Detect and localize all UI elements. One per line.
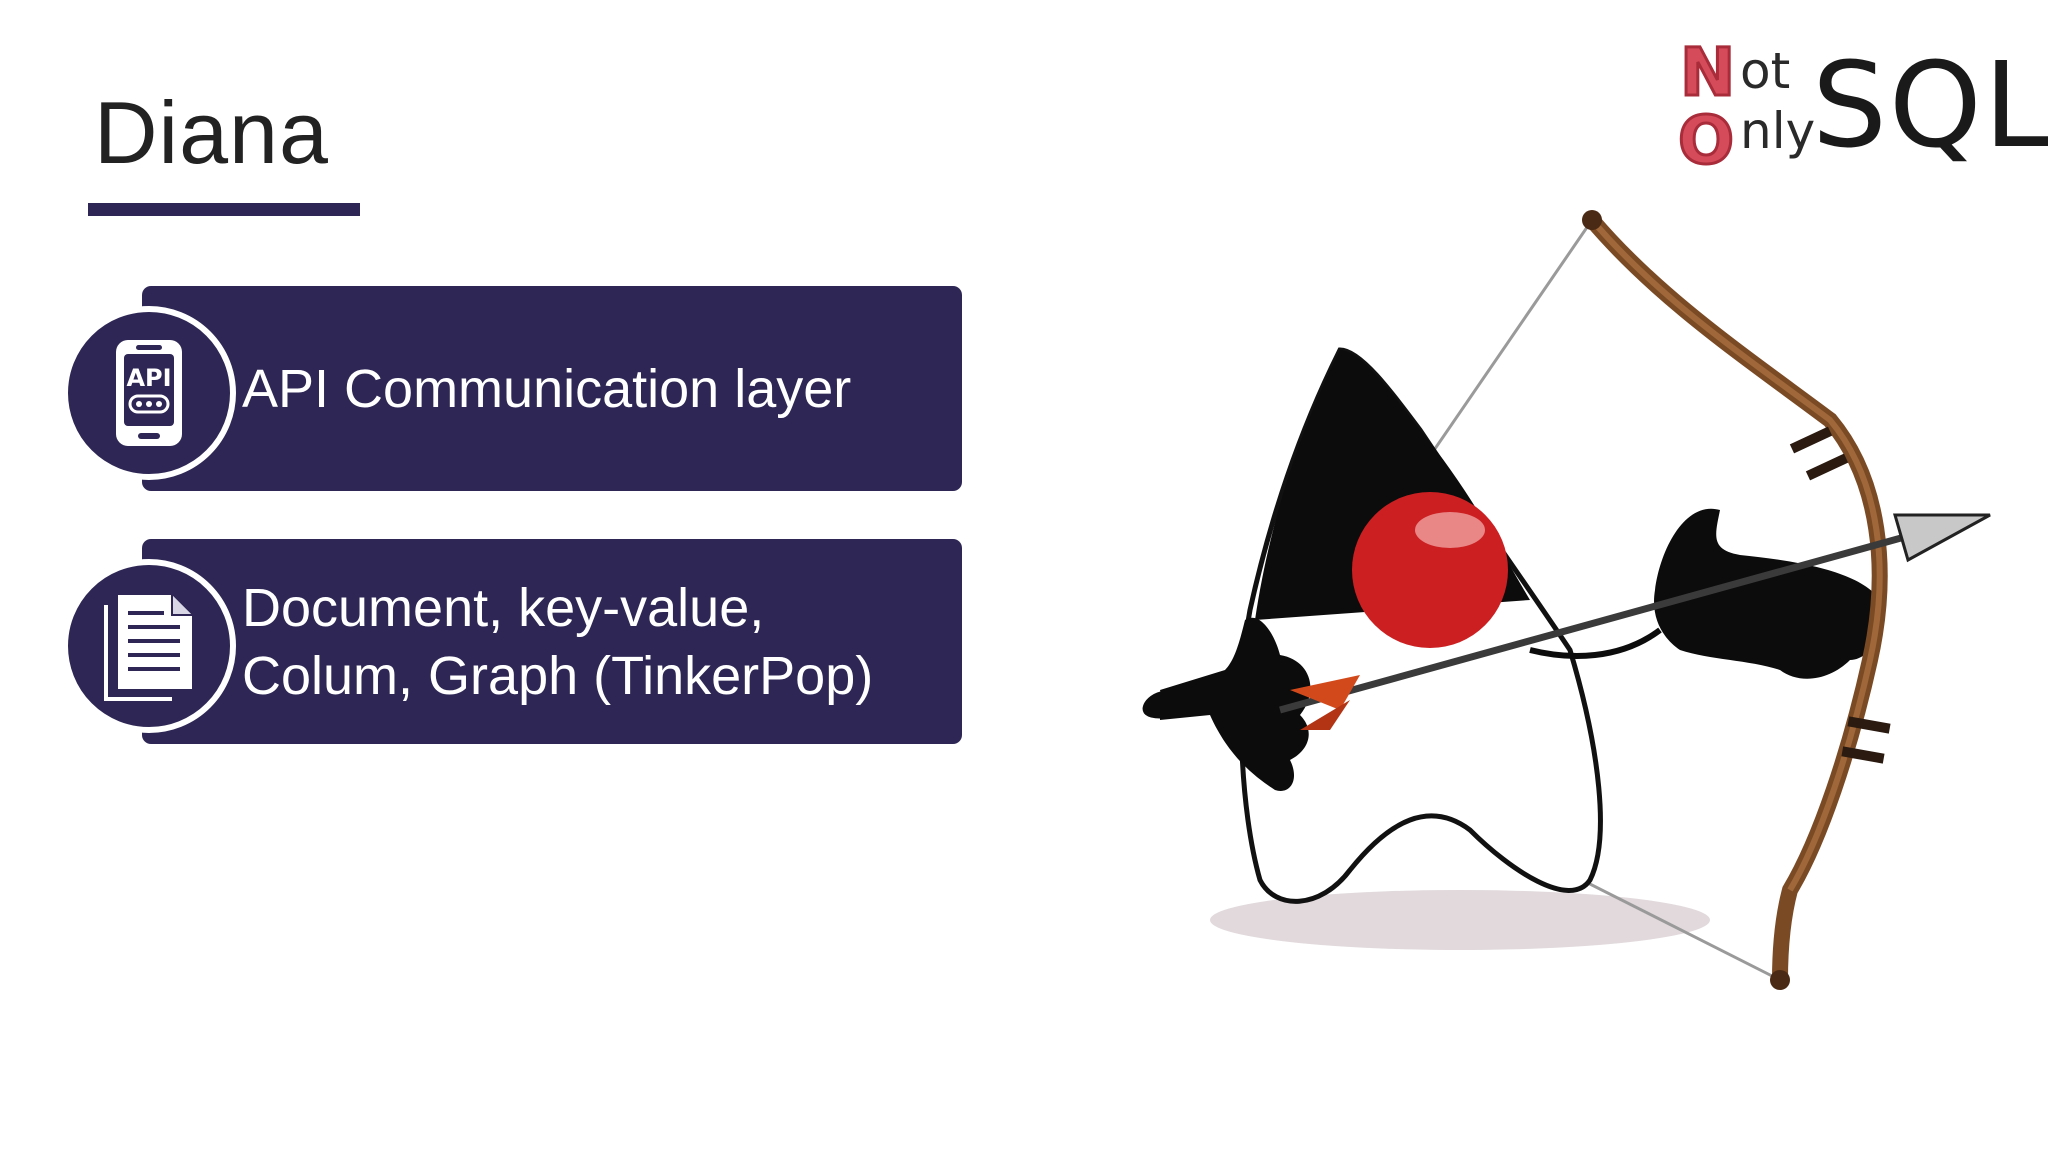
api-icon-label: API xyxy=(126,364,171,392)
logo-word-sql: SQL xyxy=(1812,36,2048,174)
title-underline xyxy=(88,203,360,216)
feature-card-line: API Communication layer xyxy=(242,358,852,419)
duke-archer-mascot xyxy=(1139,210,1991,990)
slide-title: Diana xyxy=(94,83,329,182)
feature-card-api: API Communication layer xyxy=(142,286,962,491)
logo-letter-o: O xyxy=(1676,102,1735,179)
feature-card-databases: Document, key-value, Colum, Graph (Tinke… xyxy=(142,539,962,744)
feature-card-text: Document, key-value, Colum, Graph (Tinke… xyxy=(242,539,932,744)
feature-card-line: Colum, Graph (TinkerPop) xyxy=(242,645,874,706)
logo-letter-n: N xyxy=(1678,34,1736,111)
document-icon xyxy=(62,559,236,733)
feature-card-line: Document, key-value, xyxy=(242,577,765,638)
feature-card-text: API Communication layer xyxy=(242,286,932,491)
logo-word-nly: nly xyxy=(1740,102,1816,160)
api-phone-icon: API xyxy=(62,306,236,480)
not-only-sql-logo: N ot O nly SQL xyxy=(1676,34,2048,175)
logo-word-ot: ot xyxy=(1740,42,1791,100)
